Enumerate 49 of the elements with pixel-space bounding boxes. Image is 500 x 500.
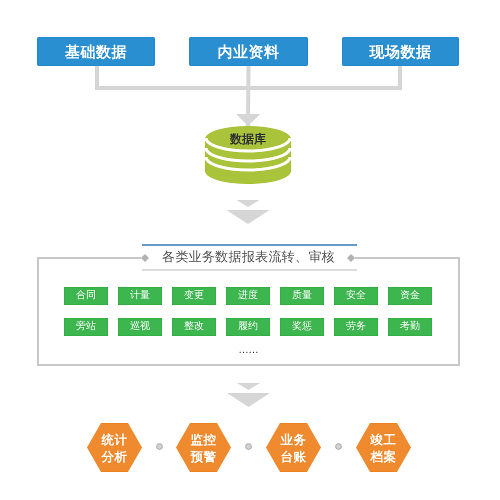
panel-heading: 各类业务数据报表流转、审核 — [162, 250, 335, 266]
node-label: 统计分析 — [100, 430, 128, 464]
tag-label: 巡视 — [130, 321, 150, 333]
tag-label: 旁站 — [76, 321, 96, 333]
node-label: 基础数据 — [65, 42, 127, 60]
database-cylinder — [205, 126, 291, 185]
tag-label: 计量 — [130, 290, 150, 302]
tag-label: 资金 — [400, 290, 420, 302]
chevron-arrow — [226, 200, 270, 224]
process-box — [342, 37, 459, 66]
tag-label: 合同 — [76, 290, 96, 302]
node-label: 监控预警 — [190, 430, 218, 464]
category-tag — [280, 318, 324, 336]
category-tag — [280, 287, 324, 305]
hexagon — [266, 423, 321, 472]
hexagon — [356, 423, 411, 472]
category-tag — [172, 318, 216, 336]
tag-label: 进度 — [238, 290, 258, 302]
category-tag — [388, 287, 432, 305]
hexagon — [176, 423, 231, 472]
category-tag — [64, 318, 108, 336]
tag-label: 整改 — [184, 321, 204, 333]
tag-label: 考勤 — [400, 321, 420, 333]
hexagon — [87, 423, 142, 472]
category-tag — [226, 287, 270, 305]
process-box — [189, 37, 308, 66]
category-tag — [64, 287, 108, 305]
node-label: 业务台账 — [280, 430, 308, 464]
node-label: 竣工档案 — [370, 430, 398, 464]
category-tag — [388, 318, 432, 336]
chevron-arrow — [227, 383, 270, 407]
node-label: 数据库 — [230, 132, 266, 146]
category-tag — [172, 287, 216, 305]
tag-label: 质量 — [292, 290, 312, 302]
category-tag — [334, 318, 378, 336]
process-box — [37, 37, 155, 66]
tag-label: 安全 — [346, 290, 366, 302]
category-tag — [118, 318, 162, 336]
category-tag — [226, 318, 270, 336]
ellipsis-text: …… — [238, 345, 258, 356]
tag-label: 变更 — [184, 290, 204, 302]
category-tag — [118, 287, 162, 305]
node-label: 现场数据 — [370, 42, 432, 60]
category-tag — [334, 287, 378, 305]
node-label: 内业资料 — [218, 42, 280, 60]
connector-arrow — [236, 66, 260, 126]
tag-label: 劳务 — [346, 321, 366, 333]
tag-label: 履约 — [238, 321, 258, 333]
tag-label: 奖惩 — [292, 321, 312, 333]
